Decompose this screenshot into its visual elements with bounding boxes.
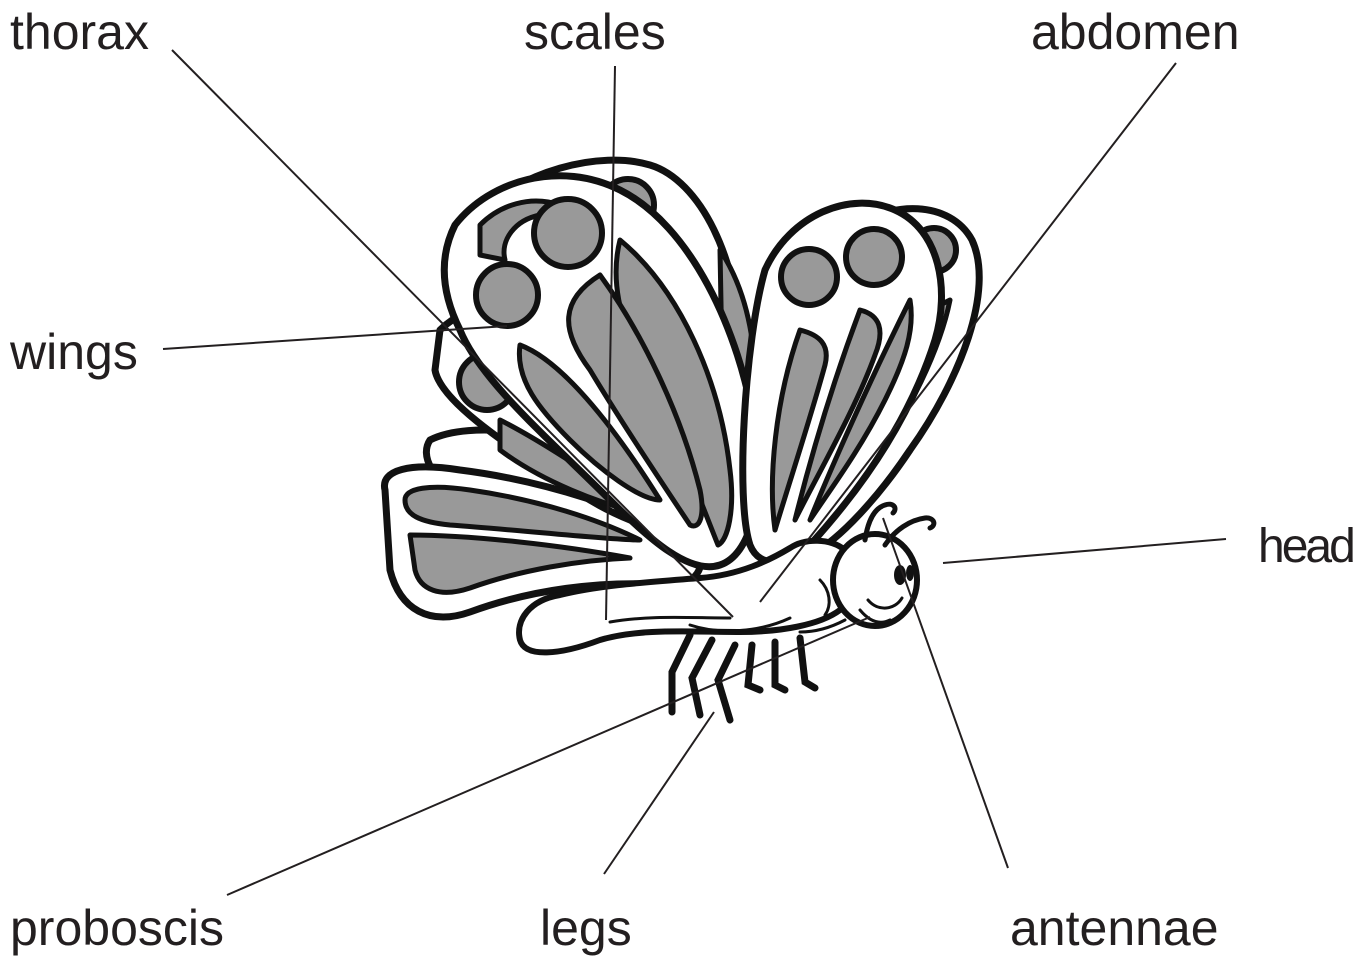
head-leader [943,539,1226,563]
label-antennae: antennae [1010,900,1219,956]
butterfly-illustration [384,160,979,720]
legs-leader [604,712,714,874]
legs-drawing [672,635,815,720]
label-thorax: thorax [10,4,149,60]
label-legs: legs [540,900,632,956]
label-abdomen: abdomen [1031,4,1240,60]
label-proboscis: proboscis [10,900,224,956]
antennae-leader [883,518,1008,868]
label-head: head [1258,520,1353,573]
proboscis-leader [227,617,870,895]
label-scales: scales [524,4,666,60]
fore-wing-right [743,203,942,562]
label-wings: wings [9,324,138,380]
